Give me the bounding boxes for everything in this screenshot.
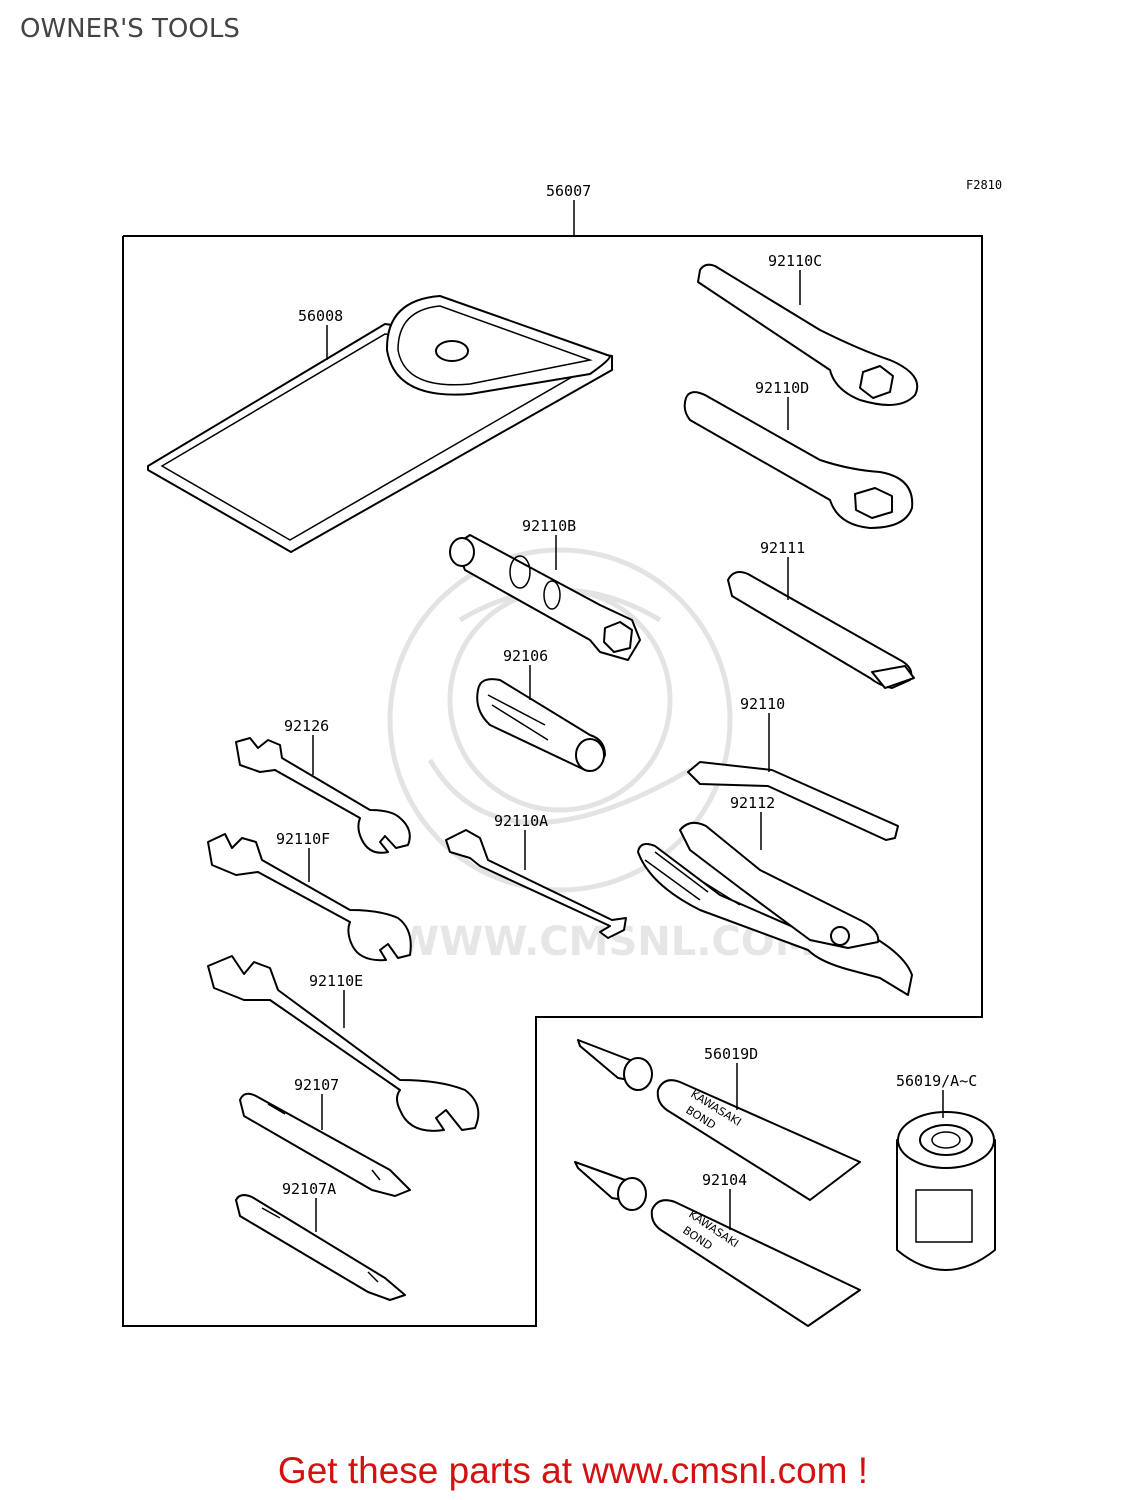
label-56019-a-c: 56019/A~C (896, 1072, 977, 1090)
label-92110e: 92110E (309, 972, 363, 990)
label-92110f: 92110F (276, 830, 330, 848)
bond-tube-56019d: KAWASAKI BOND (577, 1039, 861, 1201)
label-92110d: 92110D (755, 379, 809, 397)
label-92107: 92107 (294, 1076, 339, 1094)
wrench-92110f (207, 833, 412, 962)
kit-boundary (122, 235, 983, 1327)
label-92112: 92112 (730, 794, 775, 812)
label-92126: 92126 (284, 717, 329, 735)
ring-wrench-c (697, 263, 919, 406)
label-92110a: 92110A (494, 812, 548, 830)
wrench-92110a (445, 829, 627, 939)
socket-tool (476, 678, 606, 772)
pliers (637, 821, 913, 996)
screwdriver-92107a (235, 1194, 406, 1301)
tool-bag (147, 295, 613, 553)
label-56007: 56007 (546, 182, 591, 200)
label-56008: 56008 (298, 307, 343, 325)
page-title: OWNER'S TOOLS (20, 14, 240, 44)
wrench-92126 (235, 737, 411, 854)
label-92110b: 92110B (522, 517, 576, 535)
handle-bar (727, 571, 915, 689)
wrench-92110e (207, 955, 480, 1132)
footer-link[interactable]: Get these parts at www.cmsnl.com ! (277, 1450, 869, 1491)
hex-wrench (687, 761, 899, 841)
label-92110c: 92110C (768, 252, 822, 270)
parts-diagram: WWW.CMSNL.COM 56007 56008 92110C 92110D … (122, 182, 996, 1327)
label-92107a: 92107A (282, 1180, 336, 1198)
label-56019d: 56019D (704, 1045, 758, 1063)
label-92110: 92110 (740, 695, 785, 713)
ring-wrench-d (683, 391, 914, 529)
figure-reference: F2810 (966, 178, 1003, 192)
spark-plug-wrench (449, 534, 641, 661)
label-92111: 92111 (760, 539, 805, 557)
label-92104: 92104 (702, 1171, 747, 1189)
label-92106: 92106 (503, 647, 548, 665)
bond-can (896, 1111, 996, 1271)
screwdriver-92107 (239, 1092, 411, 1197)
